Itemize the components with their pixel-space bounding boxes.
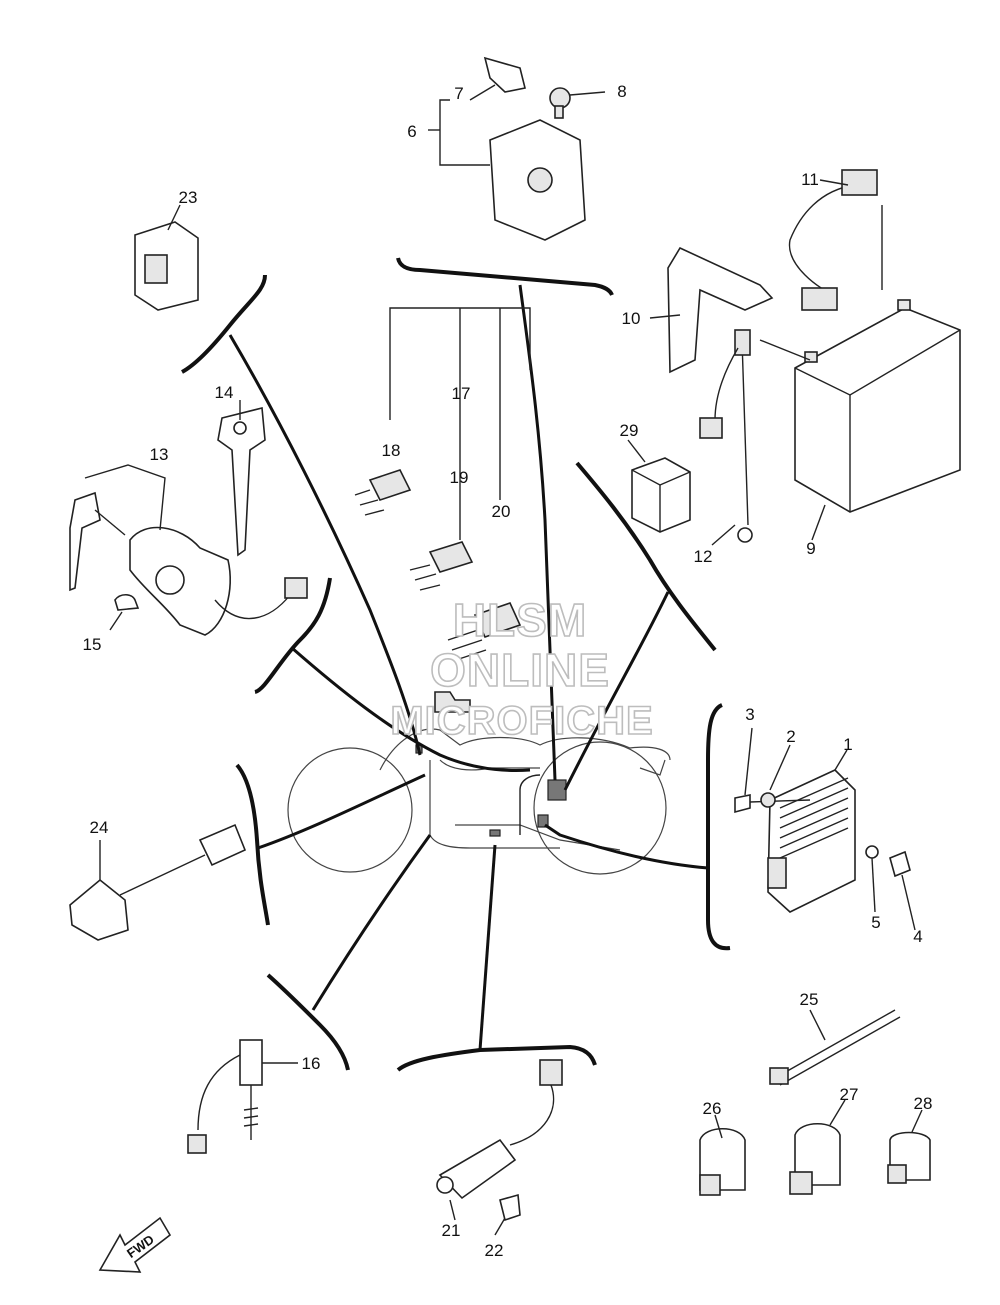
callout-13: 13 [150, 445, 169, 464]
callout-17: 17 [452, 384, 471, 403]
callout-7: 7 [454, 84, 463, 103]
callout-12: 12 [694, 547, 713, 566]
callout-6: 6 [407, 122, 416, 141]
callout-26: 26 [703, 1099, 722, 1118]
battery-group [649, 169, 961, 546]
callout-21: 21 [442, 1221, 461, 1240]
callout-15: 15 [83, 635, 102, 654]
sensor-24 [69, 823, 247, 941]
relay-23 [134, 204, 199, 311]
fwd-arrow: FWD [98, 1216, 172, 1273]
callout-20: 20 [492, 502, 511, 521]
callout-19: 19 [450, 468, 469, 487]
callout-24: 24 [90, 818, 109, 837]
callout-4: 4 [913, 927, 922, 946]
callout-22: 22 [485, 1241, 504, 1260]
callout-28: 28 [914, 1094, 933, 1113]
rectifier-group [734, 727, 916, 931]
callout-5: 5 [871, 913, 880, 932]
callout-3: 3 [745, 705, 754, 724]
watermark-line-3: MICROFICHE [390, 699, 653, 743]
callout-14: 14 [215, 383, 234, 402]
callout-18: 18 [382, 441, 401, 460]
fuse-group [354, 307, 531, 661]
watermark-line-2: ONLINE [430, 644, 610, 696]
callout-9: 9 [806, 539, 815, 558]
callout-10: 10 [622, 309, 641, 328]
watermark: HLSM ONLINE MICROFICHE [390, 593, 654, 744]
leader-lines [228, 284, 709, 1051]
callout-8: 8 [617, 82, 626, 101]
callout-29: 29 [620, 421, 639, 440]
callout-numbers: 1 2 3 4 5 6 7 8 9 10 11 12 13 14 15 16 1… [83, 82, 933, 1260]
clamps-group [699, 1009, 931, 1196]
relay-29 [627, 439, 691, 533]
callout-23: 23 [179, 188, 198, 207]
callout-27: 27 [840, 1085, 859, 1104]
neutral-switch-group [436, 1059, 563, 1236]
callout-25: 25 [800, 990, 819, 1009]
callout-16: 16 [302, 1054, 321, 1073]
callout-11: 11 [801, 170, 819, 189]
main-switch-group [69, 400, 308, 636]
callout-2: 2 [786, 727, 795, 746]
watermark-line-1: HLSM [453, 594, 587, 646]
group-brackets [181, 257, 731, 1072]
callout-1: 1 [843, 735, 852, 754]
starter-relay-group [428, 56, 606, 241]
switch-16 [187, 1039, 298, 1154]
